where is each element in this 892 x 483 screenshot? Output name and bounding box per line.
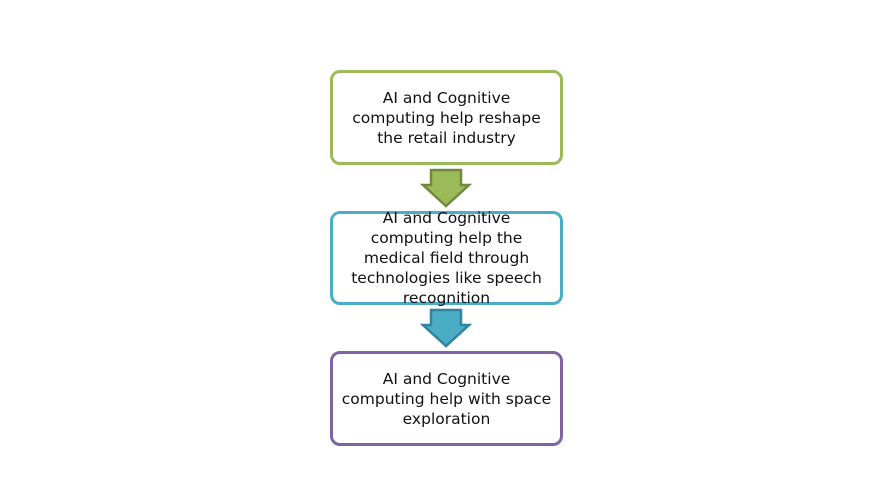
flow-step-medical: AI and Cognitive computing help the medi… <box>330 209 563 307</box>
flow-step-space: AI and Cognitive computing help with spa… <box>330 351 563 446</box>
flow-step-text: AI and Cognitive computing help reshape … <box>352 88 541 147</box>
down-arrow-icon <box>420 168 472 208</box>
flow-step-text: AI and Cognitive computing help with spa… <box>341 369 552 428</box>
flow-step-text: AI and Cognitive computing help the medi… <box>351 209 542 307</box>
down-arrow-icon <box>420 308 472 348</box>
flow-step-retail: AI and Cognitive computing help reshape … <box>330 70 563 165</box>
